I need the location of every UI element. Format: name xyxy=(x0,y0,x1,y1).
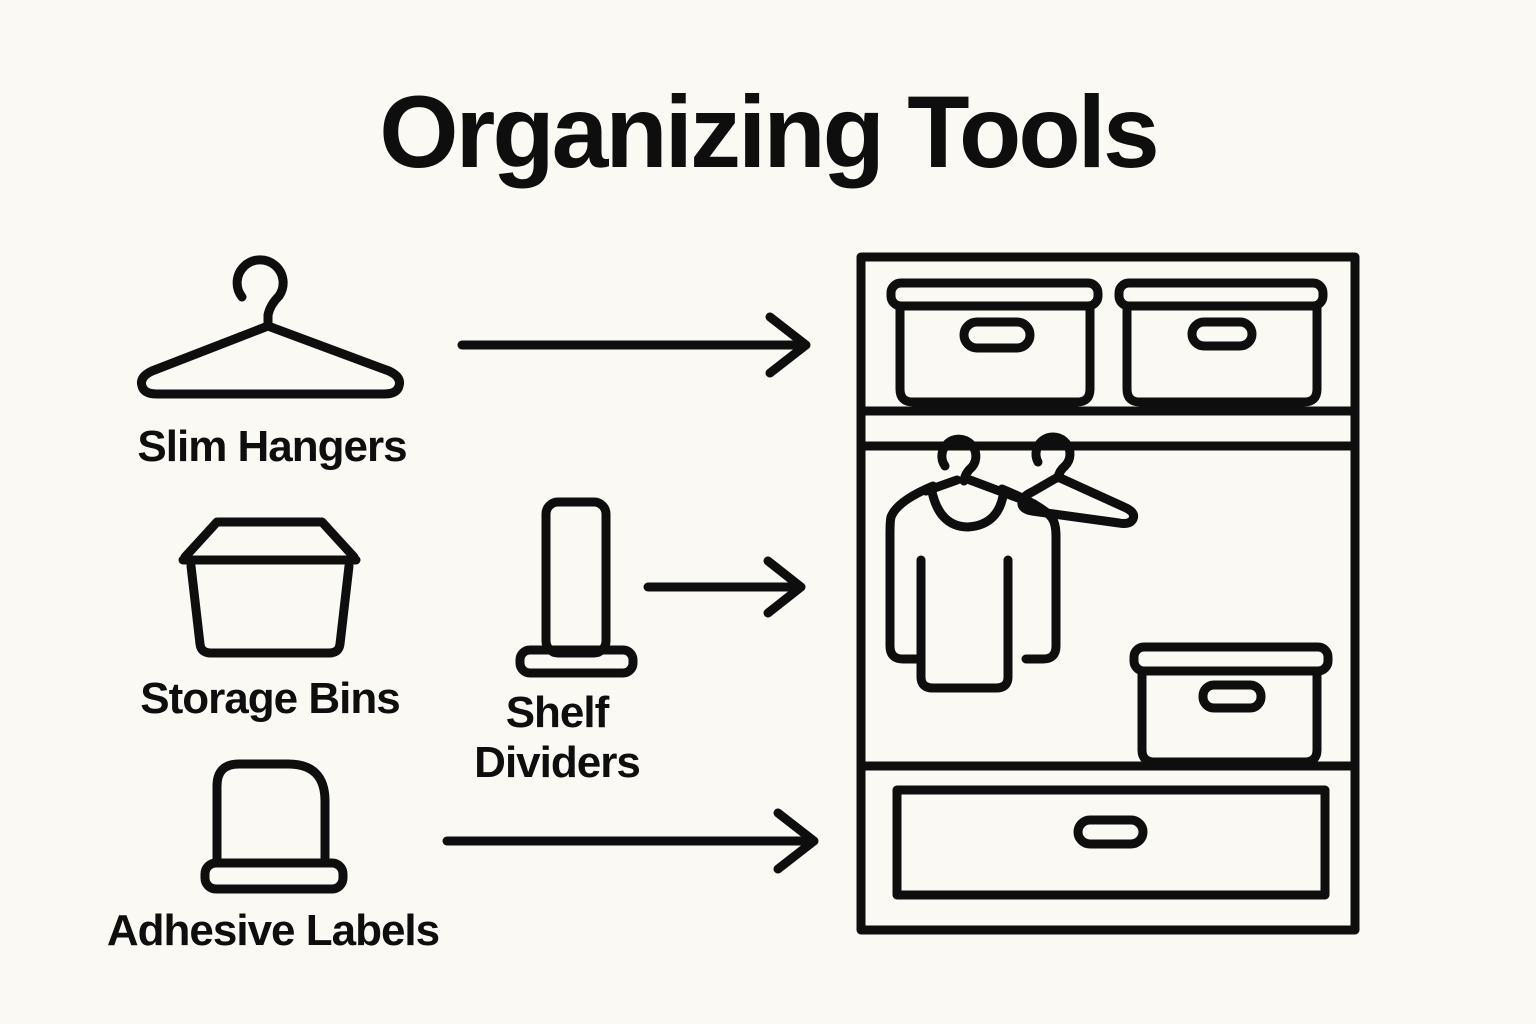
storage-bin-icon xyxy=(1114,278,1328,407)
adhesive-label-icon xyxy=(200,759,348,894)
slim-hangers-label: Slim Hangers xyxy=(137,422,407,471)
drawer-icon xyxy=(892,785,1330,900)
storage-bin-icon xyxy=(178,517,361,658)
shirt-on-hanger-icon xyxy=(885,434,1061,693)
hanger-icon xyxy=(137,255,404,399)
storage-bin-icon xyxy=(1129,642,1333,767)
shelf-dividers-label: Shelf Dividers xyxy=(474,688,641,788)
shelf-divider-icon xyxy=(515,497,638,678)
adhesive-labels-label: Adhesive Labels xyxy=(106,906,440,955)
arrow-right-icon xyxy=(643,556,806,618)
storage-bins-label: Storage Bins xyxy=(140,674,400,723)
arrow-right-icon xyxy=(457,312,811,378)
storage-bin-icon xyxy=(886,278,1103,407)
empty-hanger-icon xyxy=(1017,432,1139,528)
arrow-right-icon xyxy=(442,808,819,874)
page-title: Organizing Tools xyxy=(379,75,1159,189)
closet-frame xyxy=(856,252,1360,935)
closet-icon xyxy=(856,252,1360,935)
